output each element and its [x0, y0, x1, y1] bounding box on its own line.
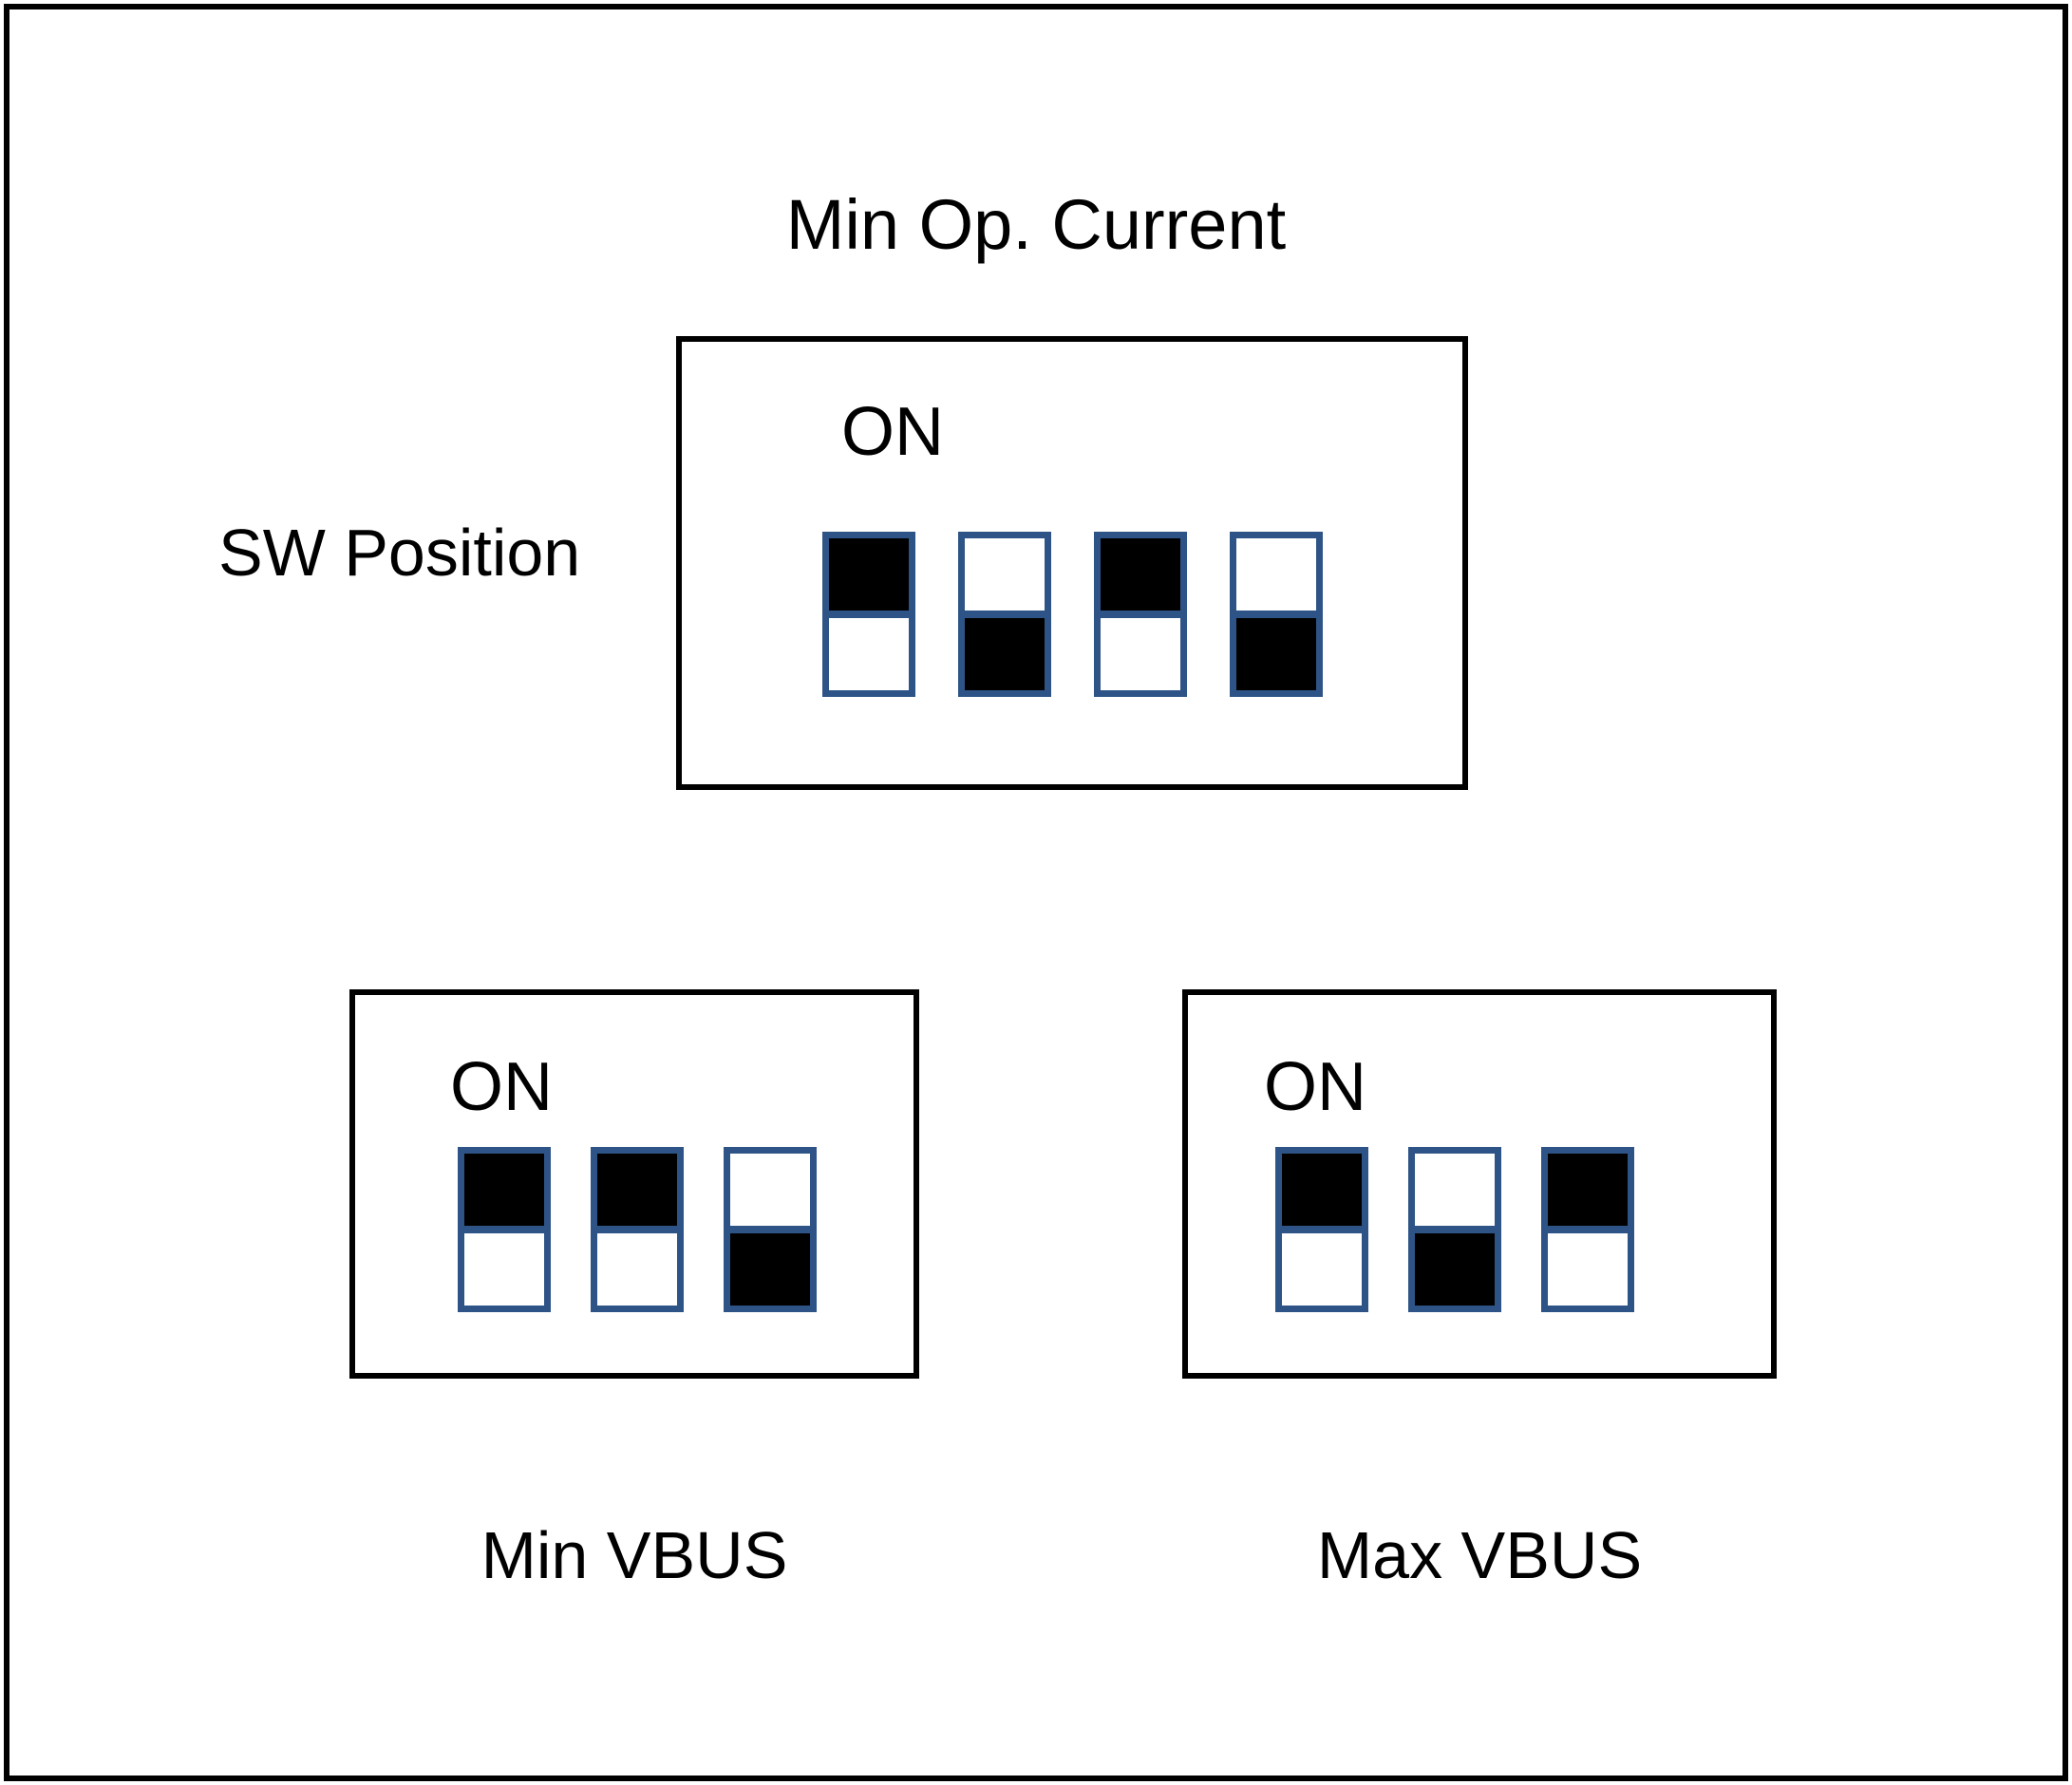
outer-frame	[4, 4, 2068, 1781]
switch-top-half[interactable]	[822, 532, 915, 614]
switch-bottom-half[interactable]	[1541, 1230, 1634, 1312]
switch-top-half[interactable]	[1275, 1147, 1368, 1230]
switch-top-half[interactable]	[1230, 532, 1323, 614]
switch-top-half[interactable]	[958, 532, 1051, 614]
switch-top-half[interactable]	[724, 1147, 817, 1230]
dip-switch[interactable]	[1275, 1147, 1368, 1312]
dip-switch[interactable]	[1230, 532, 1323, 697]
switch-top-half[interactable]	[1408, 1147, 1501, 1230]
switch-top-half[interactable]	[591, 1147, 684, 1230]
dip-switch[interactable]	[591, 1147, 684, 1312]
switch-bottom-half[interactable]	[1408, 1230, 1501, 1312]
dip-switch-row-max-vbus	[1275, 1147, 1634, 1312]
switch-bottom-half[interactable]	[1275, 1230, 1368, 1312]
dip-switch[interactable]	[458, 1147, 551, 1312]
switch-bottom-half[interactable]	[458, 1230, 551, 1312]
panel-max-vbus: ON	[1182, 989, 1777, 1379]
page-title: Min Op. Current	[785, 185, 1287, 264]
switch-bottom-half[interactable]	[724, 1230, 817, 1312]
panel-min-op-current: ON	[676, 336, 1468, 790]
caption-min-vbus: Min VBUS	[480, 1518, 788, 1592]
switch-bottom-half[interactable]	[591, 1230, 684, 1312]
on-label: ON	[841, 394, 944, 470]
dip-switch[interactable]	[958, 532, 1051, 697]
sw-position-label: SW Position	[218, 516, 581, 590]
on-label: ON	[1264, 1049, 1366, 1125]
caption-max-vbus: Max VBUS	[1316, 1518, 1643, 1592]
dip-switch-row-min-vbus	[458, 1147, 817, 1312]
dip-switch[interactable]	[822, 532, 915, 697]
dip-switch[interactable]	[1094, 532, 1187, 697]
on-label: ON	[450, 1049, 553, 1125]
switch-bottom-half[interactable]	[1230, 614, 1323, 697]
panel-min-vbus: ON	[349, 989, 919, 1379]
switch-bottom-half[interactable]	[1094, 614, 1187, 697]
switch-top-half[interactable]	[1541, 1147, 1634, 1230]
dip-switch[interactable]	[1541, 1147, 1634, 1312]
switch-top-half[interactable]	[458, 1147, 551, 1230]
switch-bottom-half[interactable]	[822, 614, 915, 697]
switch-bottom-half[interactable]	[958, 614, 1051, 697]
switch-top-half[interactable]	[1094, 532, 1187, 614]
dip-switch[interactable]	[724, 1147, 817, 1312]
dip-switch[interactable]	[1408, 1147, 1501, 1312]
dip-switch-row-min-op-current	[822, 532, 1323, 697]
